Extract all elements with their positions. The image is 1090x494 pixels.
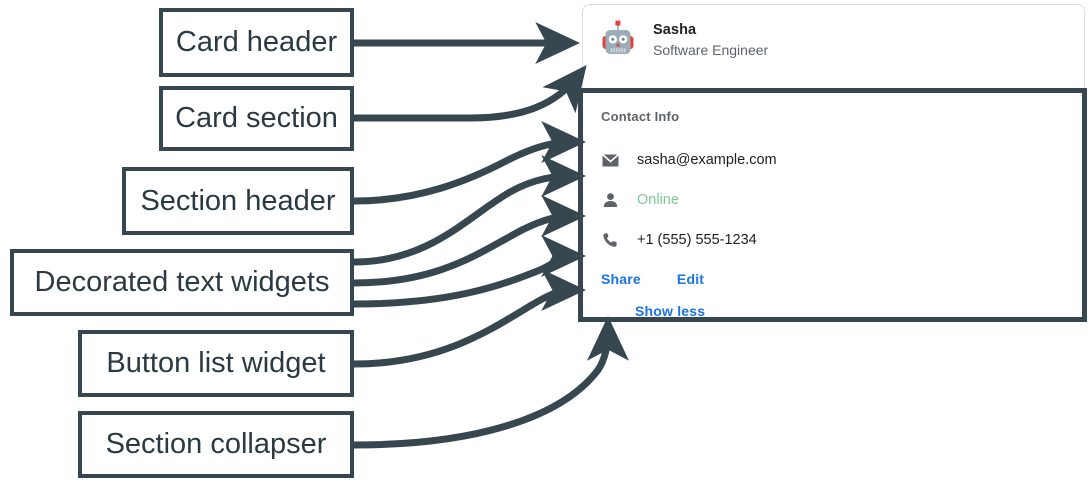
- section-collapser: Show less: [601, 296, 1082, 326]
- annotation-label-decorated-text-widgets: Decorated text widgets: [10, 249, 354, 316]
- annotation-label-text: Card header: [175, 26, 338, 58]
- arrow-button-list: [353, 269, 586, 368]
- annotation-label-section-header: Section header: [122, 167, 354, 235]
- annotation-label-text: Section collapser: [105, 428, 327, 460]
- arrow-section-collapser: [353, 316, 629, 449]
- annotation-label-card-header: Card header: [159, 8, 354, 77]
- phone-icon: [601, 231, 619, 249]
- arrow-section-header: [353, 121, 586, 205]
- person-icon: [601, 191, 619, 209]
- annotation-label-button-list-widget: Button list widget: [78, 330, 354, 397]
- card-header: Sasha Software Engineer: [583, 5, 1084, 75]
- card-section: Contact Info sasha@example.com Online: [578, 88, 1087, 322]
- robot-avatar-svg: [602, 20, 634, 54]
- section-header: Contact Info: [601, 109, 680, 124]
- decorated-text-value: sasha@example.com: [637, 152, 777, 168]
- arrow-text-widget-2: [353, 195, 586, 287]
- edit-button[interactable]: Edit: [676, 271, 705, 287]
- decorated-text-row-status: Online: [601, 180, 1082, 220]
- annotation-label-text: Card section: [175, 102, 338, 134]
- card-section-inner: Contact Info sasha@example.com Online: [583, 93, 1082, 326]
- share-button[interactable]: Share: [601, 271, 641, 287]
- decorated-text-row-phone: +1 (555) 555-1234: [601, 220, 1082, 260]
- card-header-text: Sasha Software Engineer: [653, 22, 768, 58]
- arrow-card-section: [354, 64, 587, 122]
- decorated-text-value: +1 (555) 555-1234: [637, 232, 757, 248]
- show-less-button[interactable]: Show less: [635, 303, 706, 319]
- annotation-label-section-collapser: Section collapser: [78, 411, 354, 478]
- card-header-title: Sasha: [653, 22, 697, 38]
- decorated-text-row-email: sasha@example.com: [601, 140, 1082, 180]
- envelope-icon: [601, 151, 619, 169]
- robot-avatar-icon: [597, 19, 639, 61]
- annotation-label-card-section: Card section: [159, 86, 354, 151]
- annotation-label-text: Button list widget: [106, 347, 326, 379]
- arrow-text-widget-3: [353, 235, 586, 308]
- decorated-text-value: Online: [637, 192, 679, 208]
- annotation-label-text: Decorated text widgets: [34, 266, 330, 298]
- button-list-widget: Share Edit: [601, 262, 1082, 296]
- arrow-text-widget-1: [353, 155, 586, 266]
- annotation-label-text: Section header: [140, 184, 336, 217]
- card-header-subtitle: Software Engineer: [653, 42, 769, 58]
